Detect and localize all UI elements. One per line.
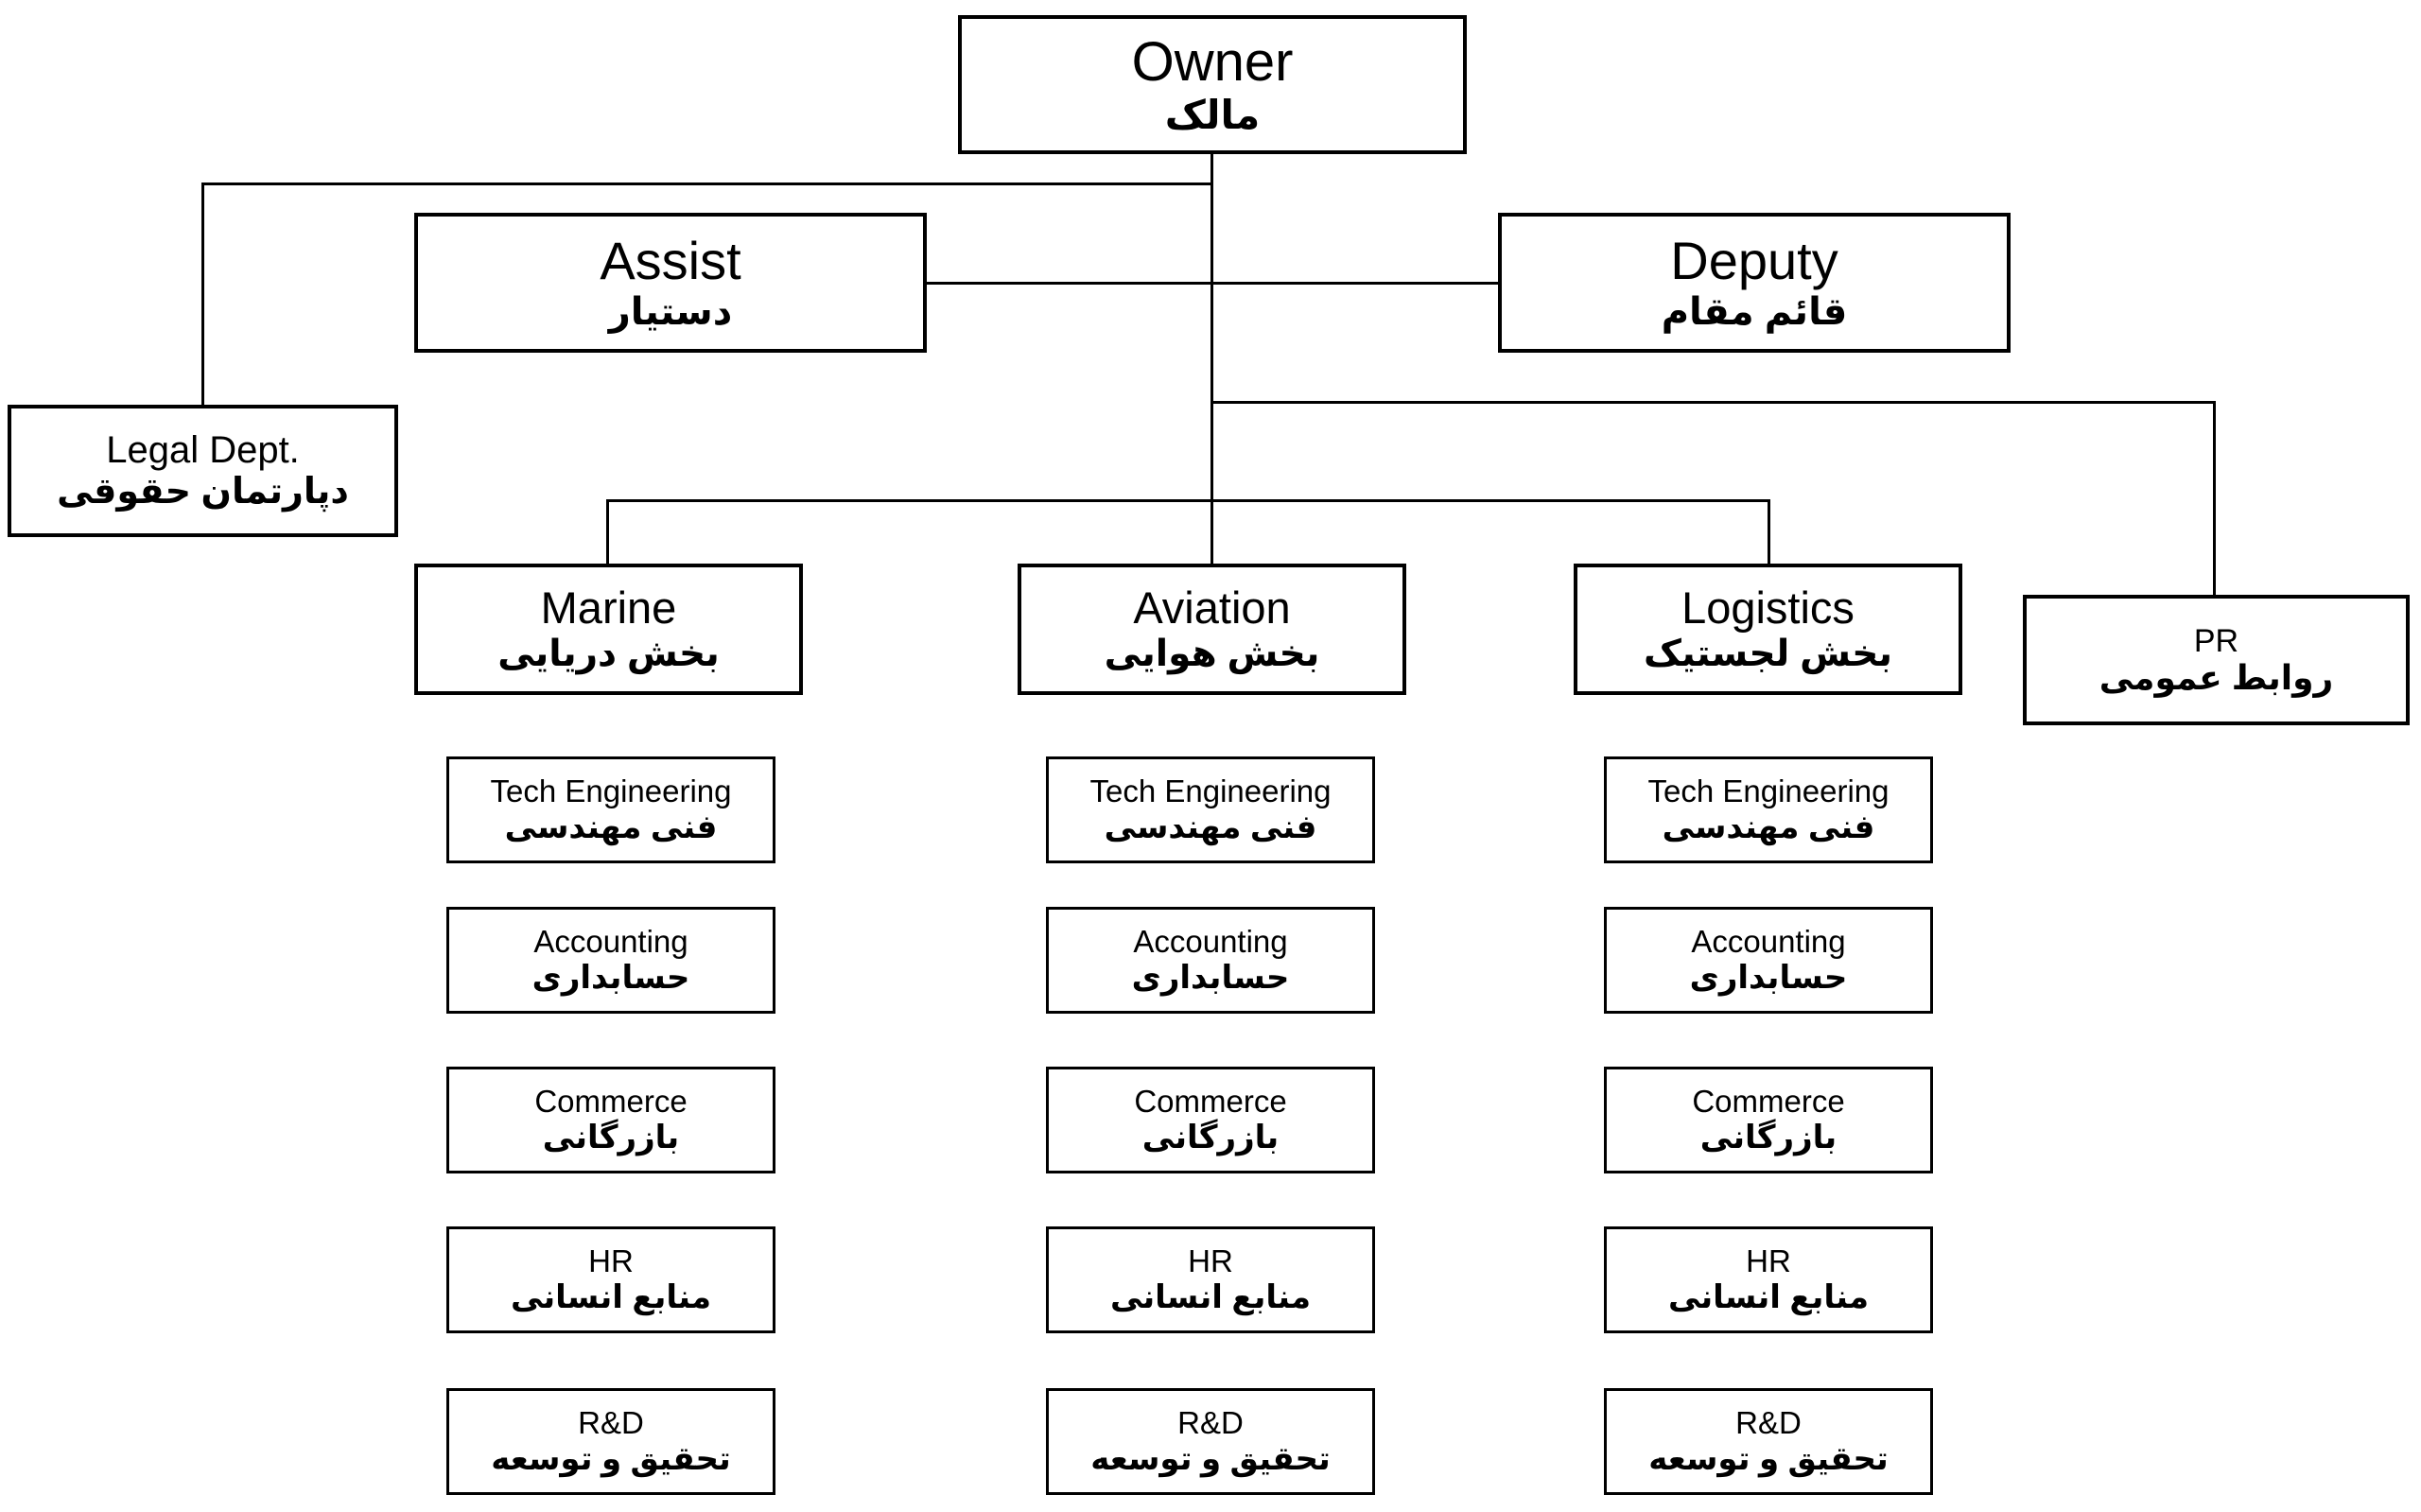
node-deputy-label-en: Deputy bbox=[1670, 231, 1838, 291]
node-aviation-tech-engineering-label-fa: فنی مهندسی bbox=[1104, 808, 1317, 845]
node-pr-label-en: PR bbox=[2193, 622, 2239, 659]
node-logistics-accounting-label-fa: حسابداری bbox=[1689, 959, 1848, 996]
node-logistics-hr-label-fa: منابع انسانی bbox=[1667, 1278, 1870, 1315]
connector-pr-horizontal bbox=[1210, 401, 2216, 404]
node-aviation-commerce-label-fa: بازرگانی bbox=[1141, 1119, 1280, 1156]
node-marine-rd-label-en: R&D bbox=[578, 1404, 644, 1440]
node-marine-commerce: Commerce بازرگانی bbox=[446, 1067, 775, 1173]
node-marine-accounting-label-en: Accounting bbox=[533, 923, 688, 959]
node-assist-label-en: Assist bbox=[600, 231, 741, 291]
node-logistics-commerce-label-en: Commerce bbox=[1692, 1083, 1845, 1119]
node-aviation-accounting-label-en: Accounting bbox=[1133, 923, 1288, 959]
node-legal-dept: Legal Dept. دپارتمان حقوقی bbox=[8, 405, 398, 537]
node-owner-label-en: Owner bbox=[1131, 30, 1294, 93]
node-aviation: Aviation بخش هوایی bbox=[1018, 564, 1406, 695]
node-logistics-commerce: Commerce بازرگانی bbox=[1604, 1067, 1933, 1173]
node-marine: Marine بخش دریایی bbox=[414, 564, 803, 695]
node-logistics-tech-engineering: Tech Engineering فنی مهندسی bbox=[1604, 756, 1933, 863]
node-logistics-rd-label-en: R&D bbox=[1735, 1404, 1802, 1440]
connector-assist-deputy bbox=[927, 282, 1498, 285]
node-aviation-tech-engineering: Tech Engineering فنی مهندسی bbox=[1046, 756, 1375, 863]
node-marine-accounting-label-fa: حسابداری bbox=[531, 959, 690, 996]
node-marine-hr-label-fa: منابع انسانی bbox=[510, 1278, 712, 1315]
node-owner-label-fa: مالک bbox=[1164, 93, 1261, 138]
connector-logistics-drop bbox=[1768, 499, 1770, 564]
connector-pr-vertical bbox=[2213, 401, 2216, 595]
node-aviation-accounting-label-fa: حسابداری bbox=[1131, 959, 1290, 996]
node-logistics: Logistics بخش لجستیک bbox=[1574, 564, 1962, 695]
node-marine-hr-label-en: HR bbox=[588, 1243, 634, 1278]
node-legal-dept-label-en: Legal Dept. bbox=[106, 429, 300, 472]
node-aviation-label-en: Aviation bbox=[1133, 582, 1291, 634]
node-marine-label-en: Marine bbox=[540, 582, 677, 634]
node-marine-accounting: Accounting حسابداری bbox=[446, 907, 775, 1014]
node-logistics-commerce-label-fa: بازرگانی bbox=[1699, 1119, 1838, 1156]
connector-legal-horizontal bbox=[201, 182, 1213, 185]
connector-legal-vertical bbox=[201, 182, 204, 405]
node-assist: Assist دستیار bbox=[414, 213, 927, 353]
node-logistics-hr-label-en: HR bbox=[1746, 1243, 1791, 1278]
node-aviation-hr: HR منابع انسانی bbox=[1046, 1226, 1375, 1333]
node-marine-label-fa: بخش دریایی bbox=[497, 633, 720, 674]
connector-departments-rail bbox=[606, 499, 1770, 502]
node-pr: PR روابط عمومی bbox=[2023, 595, 2410, 725]
node-logistics-tech-engineering-label-fa: فنی مهندسی bbox=[1662, 808, 1875, 845]
node-aviation-commerce: Commerce بازرگانی bbox=[1046, 1067, 1375, 1173]
node-aviation-tech-engineering-label-en: Tech Engineering bbox=[1089, 773, 1332, 808]
node-aviation-rd: R&D تحقیق و توسعه bbox=[1046, 1388, 1375, 1495]
node-logistics-accounting: Accounting حسابداری bbox=[1604, 907, 1933, 1014]
node-deputy-label-fa: قائم مقام bbox=[1661, 290, 1848, 333]
node-legal-dept-label-fa: دپارتمان حقوقی bbox=[57, 472, 349, 513]
node-marine-rd: R&D تحقیق و توسعه bbox=[446, 1388, 775, 1495]
node-logistics-label-en: Logistics bbox=[1681, 582, 1855, 634]
connector-owner-trunk-vertical bbox=[1210, 154, 1213, 564]
node-aviation-hr-label-en: HR bbox=[1188, 1243, 1233, 1278]
node-pr-label-fa: روابط عمومی bbox=[2099, 657, 2334, 697]
node-marine-tech-engineering-label-fa: فنی مهندسی bbox=[504, 808, 718, 845]
node-aviation-rd-label-fa: تحقیق و توسعه bbox=[1090, 1440, 1331, 1477]
node-logistics-rd-label-fa: تحقیق و توسعه bbox=[1648, 1440, 1889, 1477]
node-marine-rd-label-fa: تحقیق و توسعه bbox=[491, 1440, 731, 1477]
node-assist-label-fa: دستیار bbox=[608, 290, 733, 333]
connector-marine-drop bbox=[606, 499, 609, 564]
node-aviation-rd-label-en: R&D bbox=[1177, 1404, 1244, 1440]
node-deputy: Deputy قائم مقام bbox=[1498, 213, 2011, 353]
node-marine-commerce-label-en: Commerce bbox=[534, 1083, 688, 1119]
node-owner: Owner مالک bbox=[958, 15, 1467, 154]
node-logistics-accounting-label-en: Accounting bbox=[1691, 923, 1846, 959]
node-marine-commerce-label-fa: بازرگانی bbox=[542, 1119, 680, 1156]
node-aviation-commerce-label-en: Commerce bbox=[1134, 1083, 1287, 1119]
node-logistics-hr: HR منابع انسانی bbox=[1604, 1226, 1933, 1333]
node-logistics-tech-engineering-label-en: Tech Engineering bbox=[1647, 773, 1890, 808]
node-logistics-rd: R&D تحقیق و توسعه bbox=[1604, 1388, 1933, 1495]
node-aviation-hr-label-fa: منابع انسانی bbox=[1109, 1278, 1312, 1315]
node-marine-tech-engineering-label-en: Tech Engineering bbox=[490, 773, 732, 808]
node-marine-tech-engineering: Tech Engineering فنی مهندسی bbox=[446, 756, 775, 863]
node-logistics-label-fa: بخش لجستیک bbox=[1644, 633, 1892, 674]
node-marine-hr: HR منابع انسانی bbox=[446, 1226, 775, 1333]
node-aviation-accounting: Accounting حسابداری bbox=[1046, 907, 1375, 1014]
node-aviation-label-fa: بخش هوایی bbox=[1104, 633, 1320, 674]
